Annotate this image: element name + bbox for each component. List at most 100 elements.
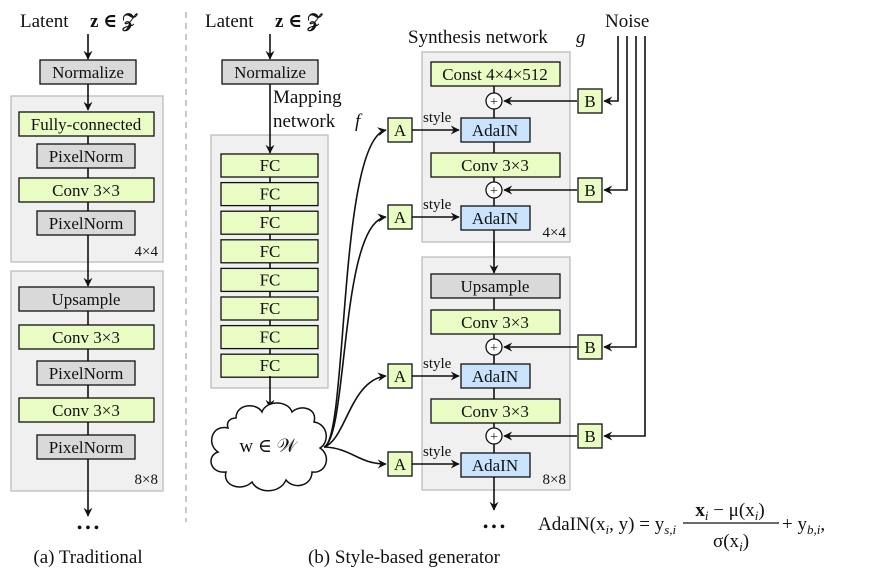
noise-label: Noise [605, 11, 649, 32]
eq-num-x: x [695, 500, 705, 521]
conv-box [18, 324, 155, 350]
adain-label: AdaIN [472, 367, 518, 386]
fc-box [220, 210, 319, 235]
equation-numerator: xi − μ(xi) [695, 500, 764, 523]
noise-b-label: B [584, 427, 595, 446]
eq-lhs: AdaIN(x [538, 514, 606, 535]
eq-num-sub: i [705, 508, 709, 523]
add-symbol: + [490, 184, 498, 199]
noise-line-4 [603, 36, 646, 441]
eq-lhs-rest: , y) = y [609, 514, 665, 535]
panel-a-input-label: Latent [20, 11, 69, 32]
normalize-label: Normalize [52, 63, 124, 82]
eq-yb-sub: b,i [807, 522, 821, 537]
adain-box [460, 117, 531, 143]
resolution-label: 8×8 [135, 472, 158, 488]
conv-box [18, 177, 155, 203]
pixelnorm-label: PixelNorm [49, 438, 124, 457]
synthesis-symbol: g [576, 27, 586, 48]
fc-box [220, 324, 319, 350]
pixelnorm-box [36, 360, 136, 386]
conv-box [430, 398, 561, 424]
eq-num-rest: − μ(x [708, 500, 755, 521]
adain-box [460, 363, 531, 389]
adain-box [460, 205, 531, 231]
adain-label: AdaIN [472, 209, 518, 228]
pixelnorm-box [36, 434, 136, 460]
conv-box [18, 397, 155, 423]
add-symbol: + [490, 341, 498, 356]
eq-num-sub2: i [755, 508, 759, 523]
fc-label: FC [260, 213, 281, 232]
fully-connected-label: Fully-connected [31, 115, 142, 134]
affine-a-label: A [394, 121, 407, 140]
pixelnorm-label: PixelNorm [49, 147, 124, 166]
affine-a-label: A [394, 367, 407, 386]
affine-a-box [387, 117, 413, 143]
resolution-label: 4×4 [135, 244, 159, 260]
style-label: style [423, 356, 452, 372]
fully-connected-box [18, 111, 155, 137]
noise-line-3 [603, 36, 637, 352]
panel-style-based: Latent z ∈ 𝒵 Normalize Mapping network f… [205, 11, 649, 568]
adain-equation: AdaIN(xi, y) = ys,i xi − μ(xi) σ(xi) + y… [538, 500, 825, 554]
w-space-label: w ∈ 𝒲 [239, 436, 298, 457]
noise-b-label: B [584, 92, 595, 111]
resolution-label: 8×8 [543, 472, 566, 488]
style-label: style [423, 197, 452, 213]
eq-plus: + y [782, 514, 807, 535]
style-curve-1 [323, 127, 387, 448]
fc-box [220, 239, 319, 264]
synthesis-label: Synthesis network [408, 27, 548, 48]
upsample-box [18, 286, 155, 312]
adain-box [460, 452, 531, 478]
mapping-symbol: f [355, 111, 363, 132]
conv-label: Conv 3×3 [52, 401, 120, 420]
normalize-label: Normalize [234, 63, 306, 82]
resolution-label: 4×4 [543, 225, 567, 241]
style-curve-2 [323, 213, 387, 448]
panel-a-input-math: z ∈ 𝒵 [90, 11, 138, 32]
noise-b-box [577, 177, 603, 203]
affine-a-box [387, 204, 413, 230]
eq-den-sub: i [739, 539, 743, 554]
style-label: style [423, 110, 452, 126]
add-symbol: + [490, 430, 498, 445]
affine-a-label: A [394, 208, 407, 227]
upsample-label: Upsample [461, 277, 530, 296]
caption-style-based: (b) Style-based generator [308, 547, 501, 568]
add-node [485, 427, 503, 445]
affine-a-label: A [394, 455, 407, 474]
caption-traditional: (a) Traditional [33, 547, 142, 568]
fc-box [220, 181, 319, 207]
upsample-box [430, 273, 561, 299]
conv-label: Conv 3×3 [461, 313, 529, 332]
fc-label: FC [260, 242, 281, 261]
fc-box [220, 296, 319, 321]
eq-den: σ(x [713, 531, 740, 552]
eq-lhs-sub: i [606, 522, 610, 537]
noise-b-box [577, 334, 603, 360]
fc-label: FC [260, 328, 281, 347]
pixelnorm-box [36, 210, 136, 236]
fc-label: FC [260, 185, 281, 204]
fc-label: FC [260, 156, 281, 175]
conv-box [430, 152, 561, 178]
pixelnorm-label: PixelNorm [49, 214, 124, 233]
panel-b-input-label: Latent [205, 11, 254, 32]
add-symbol: + [490, 95, 498, 110]
pixelnorm-box [36, 143, 136, 169]
mapping-label-line1: Mapping [273, 87, 342, 108]
adain-label: AdaIN [472, 456, 518, 475]
ellipsis: • • • [483, 520, 505, 535]
style-curve-4 [323, 446, 387, 469]
upsample-label: Upsample [52, 290, 121, 309]
eq-trail: , [820, 514, 825, 535]
equation-lhs: AdaIN(xi, y) = ys,i [538, 514, 677, 537]
conv-label: Conv 3×3 [52, 181, 120, 200]
noise-line-1 [603, 36, 619, 106]
noise-b-box [577, 423, 603, 449]
